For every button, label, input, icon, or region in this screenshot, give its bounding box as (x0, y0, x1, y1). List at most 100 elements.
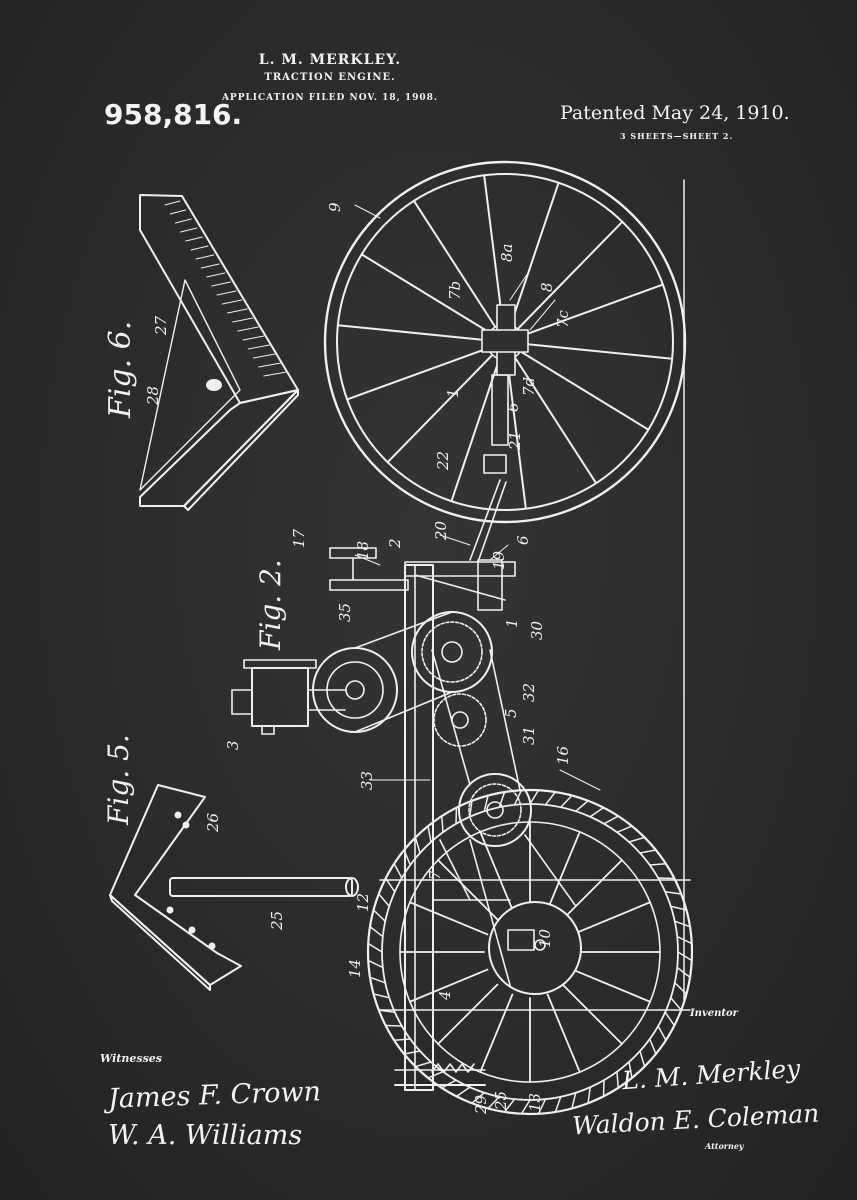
fig2-caption: Fig. 2. (254, 559, 287, 651)
gear-tooth (664, 891, 682, 895)
gear-tooth (676, 966, 691, 979)
gear-tooth (628, 836, 646, 843)
gear-tooth (393, 863, 403, 879)
callout-6a: 6 (504, 402, 522, 412)
hatch-line (211, 281, 231, 287)
gear-tooth (544, 791, 557, 806)
callout-25: 25 (268, 911, 286, 931)
wheel-spoke (519, 350, 650, 431)
gear-tooth (393, 1038, 412, 1041)
gear-tooth (414, 836, 421, 854)
callout-28: 28 (144, 386, 162, 406)
gear-tooth (427, 825, 432, 843)
wheel-spoke (346, 347, 490, 401)
gear-tooth (403, 1050, 421, 1055)
callout-6b: 6 (514, 535, 532, 545)
patent-title: TRACTION ENGINE. (264, 72, 396, 83)
callout-7d: 7d (520, 377, 538, 396)
callout-7c: 7c (554, 309, 572, 328)
callout-2: 2 (386, 538, 404, 549)
gear-tooth (441, 815, 444, 834)
gear-tooth (560, 794, 573, 808)
gear-spoke (561, 983, 623, 1045)
hatch-line (206, 272, 226, 278)
gear-tooth (603, 815, 619, 825)
gear-tooth (648, 1038, 657, 1055)
gear-tooth (372, 909, 386, 922)
gear-tooth (589, 806, 605, 818)
inventor-label: Inventor (690, 1008, 738, 1019)
fig6-drawing (139, 194, 299, 511)
callout-16: 16 (554, 745, 572, 765)
gear-spoke (546, 830, 581, 911)
hatch-line (185, 236, 203, 242)
callout-26: 26 (204, 812, 222, 833)
callout-17: 17 (290, 528, 308, 548)
gear-tooth (664, 1011, 676, 1027)
gear-tooth (616, 825, 633, 834)
callout-8a: 8a (498, 244, 516, 263)
hatch-line (174, 218, 192, 224)
gear-tooth (537, 1098, 547, 1115)
hatch-line (237, 326, 259, 332)
hatch-line (247, 344, 271, 350)
wheel-spoke (516, 220, 624, 331)
callout-7b: 7b (446, 281, 464, 300)
wheel-spoke (506, 358, 527, 510)
sheet-count: 3 SHEETS—SHEET 2. (620, 131, 734, 141)
gear-spoke (561, 859, 623, 921)
callout-33: 33 (358, 771, 376, 790)
hatch-line (216, 290, 237, 296)
gear-spoke (437, 859, 499, 921)
callout-20: 20 (432, 520, 450, 541)
callout-18: 18 (354, 541, 372, 560)
wheel-spoke (386, 353, 494, 464)
gear-tooth (469, 800, 473, 818)
hatch-line (252, 353, 276, 359)
gear-tooth (670, 905, 688, 911)
callout-35: 35 (336, 603, 354, 622)
callout-1a: 1 (444, 388, 462, 398)
fig6-caption: Fig. 6. (103, 321, 138, 419)
gear-tooth (487, 1096, 500, 1110)
wheel-spoke (412, 199, 497, 328)
wheel-spoke (360, 253, 491, 334)
gear-tooth (520, 1099, 531, 1115)
callout-29: 29 (472, 1094, 490, 1115)
wheel-spoke (521, 342, 674, 360)
callout-4: 4 (436, 990, 454, 1001)
gear-spoke (546, 993, 581, 1074)
gear-tooth (657, 1025, 667, 1041)
callout-27: 27 (152, 315, 170, 336)
gear-tooth (427, 1070, 444, 1079)
callout-9: 9 (326, 202, 344, 212)
callout-3: 3 (224, 740, 242, 750)
callout-10: 10 (536, 928, 554, 948)
gear-spoke (571, 901, 652, 936)
gear-tooth (367, 959, 384, 969)
hatch-line (195, 254, 215, 260)
callout-30: 30 (528, 620, 546, 640)
gear-tooth (503, 1098, 516, 1113)
gear-tooth (648, 863, 667, 866)
callout-32: 32 (520, 683, 538, 702)
attorney-label: Attorney (705, 1141, 744, 1151)
patent-date: Patented May 24, 1910. (560, 102, 790, 124)
gear-tooth (529, 789, 540, 805)
wheel-spoke (509, 181, 560, 326)
hatch-line (232, 317, 254, 323)
gear-tooth (674, 920, 691, 928)
gear-tooth (616, 1070, 619, 1089)
inventor-name: L. M. MERKLEY. (258, 52, 402, 68)
callout-1b: 1 (503, 618, 521, 628)
hatch-line (263, 371, 287, 377)
gear-spoke (408, 901, 489, 936)
front-wheel (323, 160, 687, 524)
wheel-spoke (483, 174, 504, 326)
wheel-spoke (336, 324, 489, 342)
hatch-line (242, 335, 265, 341)
gear-tooth (367, 942, 383, 953)
fig5-caption: Fig. 5. (102, 734, 135, 826)
